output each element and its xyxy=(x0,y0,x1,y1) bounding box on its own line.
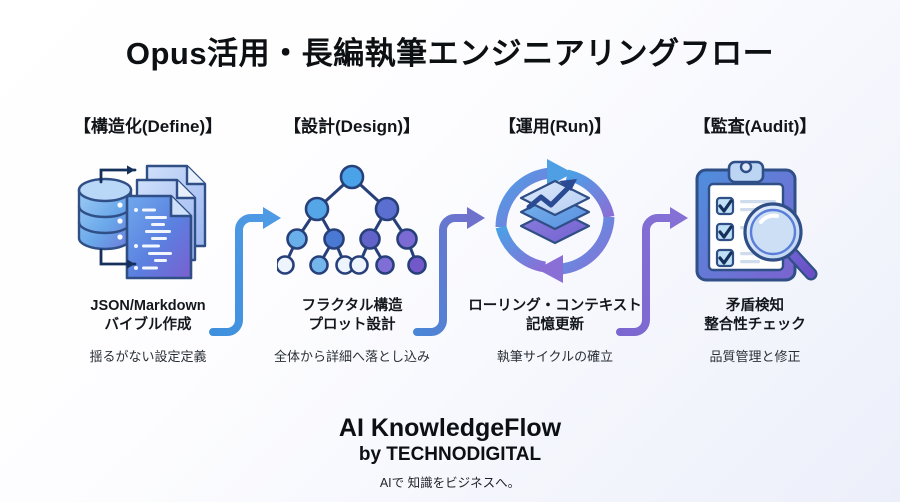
caption-design-line2: プロット設計 xyxy=(308,317,396,334)
database-documents-icon xyxy=(48,157,248,285)
caption-define: JSON/Markdown バイブル作成 xyxy=(48,297,248,335)
flow-step-design: 【設計(Design)】 xyxy=(252,118,452,366)
flow-step-define: 【構造化(Define)】 xyxy=(48,118,248,366)
footer-branding: AI KnowledgeFlow by TECHNODIGITAL AIで 知識… xyxy=(0,414,900,491)
caption-run-line2: 記憶更新 xyxy=(526,317,584,334)
flow-step-audit: 【監査(Audit)】 xyxy=(655,118,855,366)
caption-define-line2: バイブル作成 xyxy=(104,317,192,334)
connector-run-to-audit xyxy=(614,196,710,336)
cycle-layers-growth-icon xyxy=(455,157,655,285)
clipboard-checklist-magnifier-icon xyxy=(655,157,855,285)
caption-design-line1: フラクタル構造 xyxy=(301,298,403,314)
page-title: Opus活用・長編執筆エンジニアリングフロー xyxy=(125,36,775,71)
subcaption-design: 全体から詳細へ落とし込み xyxy=(273,349,430,365)
caption-define-line1: JSON/Markdown xyxy=(90,298,206,314)
flow-step-run: 【運用(Run)】 xyxy=(455,118,655,366)
phase-label-define: 【構造化(Define)】 xyxy=(73,117,223,136)
brand-company: by TECHNODIGITAL xyxy=(358,444,542,465)
phase-label-run: 【運用(Run)】 xyxy=(498,117,612,136)
phase-label-design: 【設計(Design)】 xyxy=(284,117,420,136)
subcaption-audit: 品質管理と修正 xyxy=(709,349,801,365)
phase-label-audit: 【監査(Audit)】 xyxy=(693,117,817,136)
caption-audit-line2: 整合性チェック xyxy=(704,317,806,334)
brand-name: AI KnowledgeFlow xyxy=(338,414,562,442)
subcaption-run: 執筆サイクルの確立 xyxy=(496,349,614,365)
subcaption-define: 揺るがない設定定義 xyxy=(89,349,207,365)
caption-audit: 矛盾検知 整合性チェック xyxy=(655,297,855,335)
tree-hierarchy-icon xyxy=(252,157,452,285)
caption-run-line1: ローリング・コンテキスト xyxy=(468,298,642,314)
caption-design: フラクタル構造 プロット設計 xyxy=(252,297,452,335)
connector-define-to-design xyxy=(207,196,303,336)
connector-design-to-run xyxy=(411,196,507,336)
caption-run: ローリング・コンテキスト 記憶更新 xyxy=(455,297,655,335)
brand-tagline: AIで 知識をビジネスへ。 xyxy=(379,475,521,490)
caption-audit-line1: 矛盾検知 xyxy=(726,298,784,314)
